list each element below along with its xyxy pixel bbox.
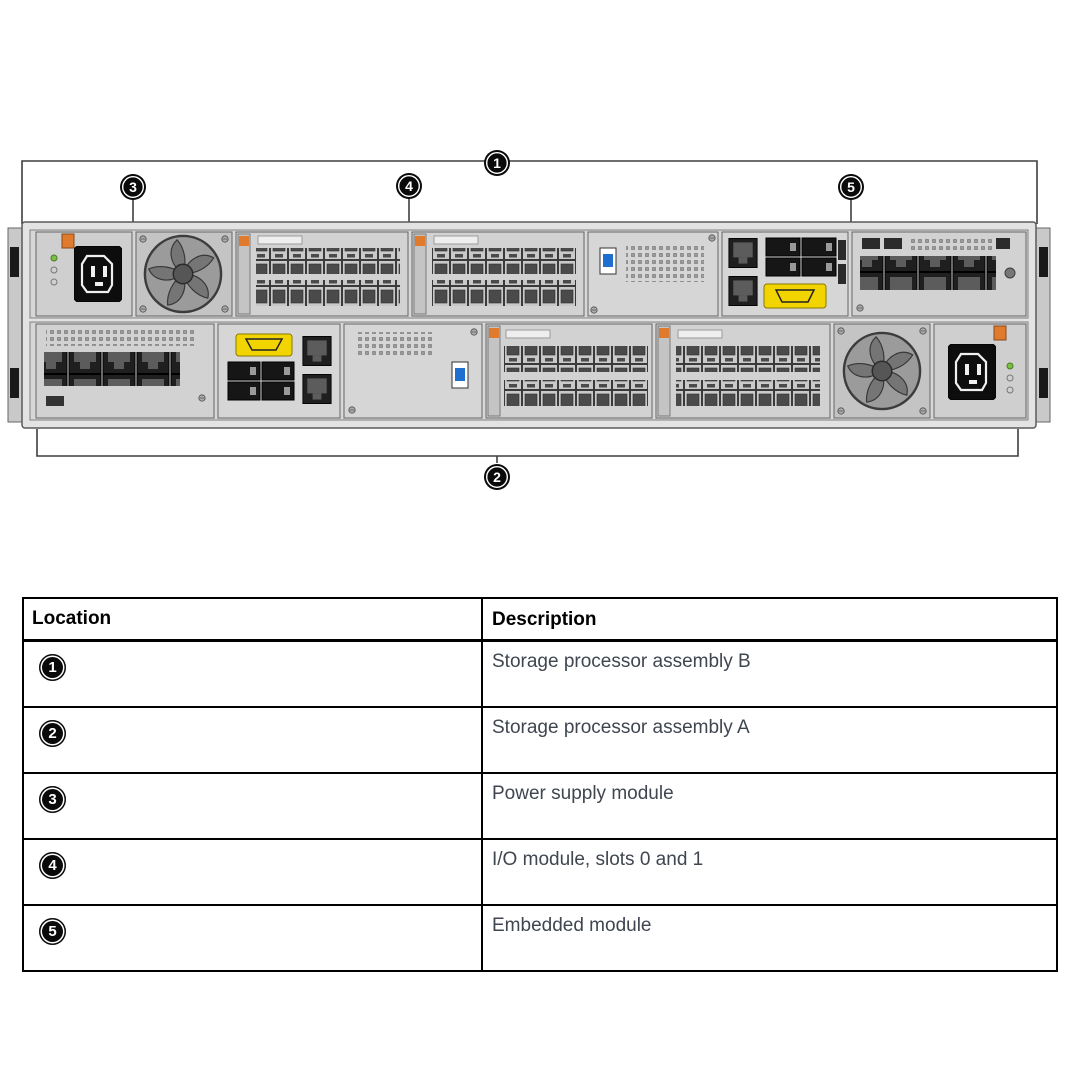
location-badge-1: 1 (39, 654, 66, 681)
table-row: 2 Storage processor assembly A (24, 706, 1056, 772)
svg-text:1: 1 (493, 155, 501, 171)
description-text-4: I/O module, slots 0 and 1 (492, 849, 704, 870)
description-text-5: Embedded module (492, 915, 652, 936)
ethernet-module-top (851, 231, 1027, 317)
table-header-row: Location Description (24, 599, 1056, 642)
serial-label-icon (763, 283, 827, 309)
fan-module-top (135, 231, 233, 317)
rear-view-diagram: 1 2 3 4 5 (7, 150, 1051, 490)
callout-3: 3 (120, 174, 146, 200)
callout-4: 4 (396, 173, 422, 199)
ethernet-module-bottom (35, 323, 215, 419)
svg-text:4: 4 (405, 178, 413, 194)
table-row: 1 Storage processor assembly B (24, 642, 1056, 706)
io-module-slot1-top (411, 231, 585, 317)
description-text-1: Storage processor assembly B (492, 651, 751, 672)
serial-label-icon (235, 333, 293, 357)
callout-1: 1 (484, 150, 510, 176)
table-row: 3 Power supply module (24, 772, 1056, 838)
location-badge-2: 2 (39, 720, 66, 747)
base-module-top (587, 231, 719, 317)
svg-text:5: 5 (847, 179, 855, 195)
callout-2-bracket (36, 429, 1019, 457)
svg-text:3: 3 (129, 179, 137, 195)
description-column-header: Description (492, 609, 597, 630)
embedded-module-top (721, 231, 849, 317)
description-text-2: Storage processor assembly A (492, 717, 750, 738)
psu-module-top (35, 231, 133, 317)
legend-table: Location Description 1 Storage processor… (22, 597, 1058, 972)
callout-2: 2 (484, 464, 510, 490)
io-module-slot0-bottom (485, 323, 653, 419)
svg-text:2: 2 (493, 469, 501, 485)
ethernet-port-icon (728, 237, 758, 269)
callout-5: 5 (838, 174, 864, 200)
io-module-slot1-bottom (655, 323, 831, 419)
location-column-header: Location (32, 608, 112, 629)
psu-module-bottom (933, 323, 1027, 419)
location-badge-3: 3 (39, 786, 66, 813)
ethernet-port-icon (302, 373, 332, 405)
table-row: 5 Embedded module (24, 904, 1056, 970)
io-module-slot0-top (235, 231, 409, 317)
ethernet-port-icon (302, 335, 332, 367)
location-badge-4: 4 (39, 852, 66, 879)
fan-module-bottom (833, 323, 931, 419)
sfp-cage-icon (227, 361, 295, 401)
embedded-module-bottom (217, 323, 341, 419)
callout-1-bracket (21, 160, 1038, 224)
base-module-bottom (343, 323, 483, 419)
sfp-cage-icon (765, 237, 837, 277)
location-badge-5: 5 (39, 918, 66, 945)
table-row: 4 I/O module, slots 0 and 1 (24, 838, 1056, 904)
ethernet-port-icon (728, 275, 758, 307)
description-text-3: Power supply module (492, 783, 674, 804)
